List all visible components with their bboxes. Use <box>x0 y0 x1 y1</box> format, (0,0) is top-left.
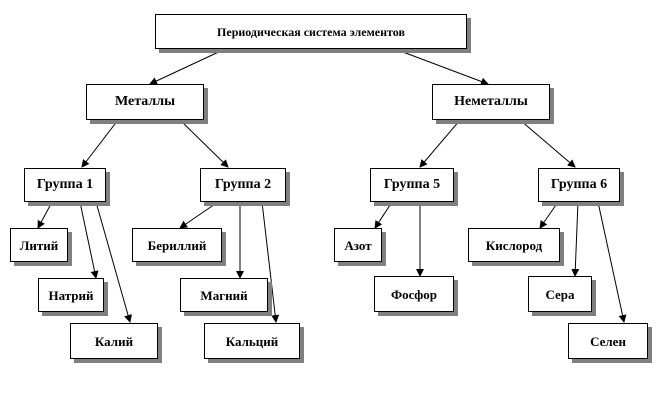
element-lithium: Литий <box>10 228 68 262</box>
element-magnesium: Магний <box>180 278 268 312</box>
element-phosphorus: Фосфор <box>374 276 454 312</box>
edge-g1-sodium <box>79 201 99 279</box>
group-5-node: Группа 5 <box>370 168 454 202</box>
edge-nonmetals-g5 <box>419 119 461 168</box>
nonmetals-node: Неметаллы <box>432 84 550 120</box>
edge-g2-beryllium <box>179 201 219 229</box>
group-2-node: Группа 2 <box>200 168 286 202</box>
edge-g6-oxygen <box>539 201 559 229</box>
edge-g1-lithium <box>37 201 53 229</box>
edge-g6-selenium <box>597 201 627 323</box>
group-6-node: Группа 6 <box>538 168 620 202</box>
edge-g6-sulfur <box>571 201 580 277</box>
edge-nonmetals-g6 <box>519 119 576 168</box>
edge-metals-g1 <box>81 119 119 168</box>
edge-g2-calcium <box>261 201 280 323</box>
element-potassium: Калий <box>70 323 158 359</box>
element-sodium: Натрий <box>38 278 104 312</box>
edge-root-nonmetals <box>394 48 489 86</box>
root-node: Периодическая система элементов <box>155 14 467 49</box>
edge-g1-potassium <box>95 201 132 323</box>
element-beryllium: Бериллий <box>132 228 222 262</box>
element-sulfur: Сера <box>528 276 592 312</box>
edge-metals-g2 <box>179 119 229 168</box>
element-nitrogen: Азот <box>334 228 382 262</box>
edge-g5-nitrogen <box>374 201 393 229</box>
element-oxygen: Кислород <box>468 228 560 262</box>
group-1-node: Группа 1 <box>24 168 106 202</box>
edge-root-metals <box>149 48 226 85</box>
metals-node: Металлы <box>86 84 204 120</box>
element-selenium: Селен <box>568 323 648 359</box>
element-calcium: Кальций <box>204 323 300 359</box>
